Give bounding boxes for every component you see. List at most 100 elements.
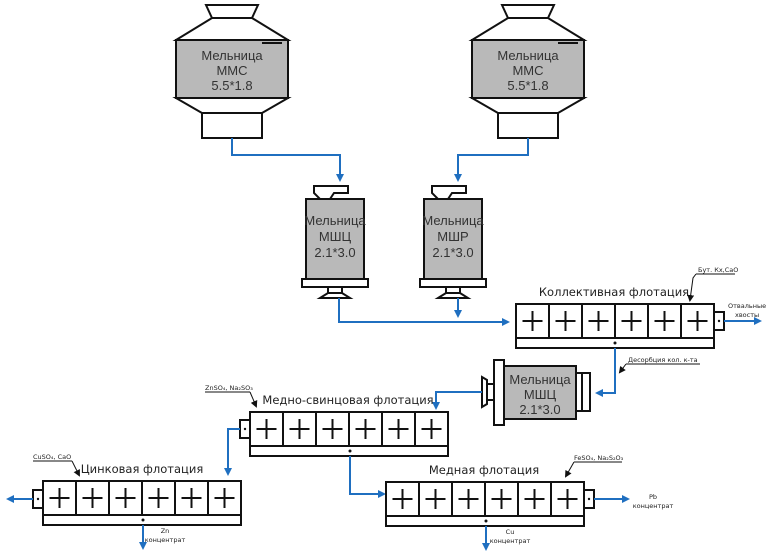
- flotation-cell-plus-icon: [322, 419, 343, 439]
- flow-mills-to-collective: [338, 298, 510, 326]
- flotation-cell-plus-icon: [82, 488, 103, 508]
- mill-neck: [486, 383, 495, 401]
- mill-feed-hopper: [204, 4, 260, 19]
- mill-body: [175, 39, 289, 99]
- mill-cone-top: [172, 17, 292, 41]
- mill-body: [471, 39, 585, 99]
- mill-discharge: [201, 112, 263, 139]
- flotation-cell-plus-icon: [214, 488, 235, 508]
- flotation-cell-plus-icon: [621, 311, 642, 331]
- flotation-title: Цинковая флотация: [81, 462, 204, 476]
- flotation-cell-plus-icon: [148, 488, 169, 508]
- flotation-cell-plus-icon: [491, 489, 512, 509]
- tailings-label-1: Отвальные: [728, 302, 766, 310]
- mill-feed-head: [431, 185, 467, 200]
- flow-mms-left-to-mshc: [231, 138, 344, 182]
- mill-size: 5.5*1.8: [211, 78, 252, 93]
- flow-cupb-to-zinc: [224, 428, 240, 476]
- mill-type: МШЦ: [319, 229, 352, 244]
- zinc-flotation: Цинковая флотация CuSO₄, CaO Zn концентр…: [6, 453, 242, 550]
- flotation-cell-plus-icon: [654, 311, 675, 331]
- flow-mms-right-to-mshr: [454, 138, 529, 182]
- flotation-title: Медно-свинцовая флотация: [262, 393, 433, 407]
- flotation-cell-plus-icon: [557, 489, 578, 509]
- mill-base: [419, 278, 487, 288]
- flow-cupb-to-copper: [349, 456, 386, 498]
- flotation-cell-plus-icon: [392, 489, 413, 509]
- mill-body: [305, 198, 365, 280]
- mill-feed-head: [313, 185, 349, 200]
- mill-size: 2.1*3.0: [519, 402, 560, 417]
- mill-feed-head: [581, 372, 591, 412]
- mill-name: Мельница: [422, 213, 484, 228]
- cu-label-1: Cu: [506, 528, 515, 536]
- mill-type: ММС: [512, 63, 543, 78]
- flotation-title: Медная флотация: [429, 463, 539, 477]
- collective-flotation: Коллективная флотация Бут. Кх,CaO Отваль…: [515, 266, 766, 349]
- flotation-cell-plus-icon: [388, 419, 409, 439]
- tailings-label-2: хвосты: [735, 311, 759, 319]
- flotation-cell-plus-icon: [421, 419, 442, 439]
- mill-mshr: Мельница МШР 2.1*3.0: [419, 185, 487, 299]
- mill-cone-bottom: [172, 97, 292, 114]
- mill-type: МШЦ: [524, 387, 557, 402]
- flotation-cell-plus-icon: [687, 311, 708, 331]
- pb-label-1: Pb: [649, 493, 657, 501]
- flotation-cell-plus-icon: [524, 489, 545, 509]
- mill-size: 2.1*3.0: [314, 245, 355, 260]
- flotation-cell-plus-icon: [458, 489, 479, 509]
- reagent-label: FeSO₄, Na₂S₂O₃: [574, 454, 624, 462]
- flotation-cell-plus-icon: [289, 419, 310, 439]
- mill-mshc: Мельница МШЦ 2.1*3.0: [301, 185, 369, 299]
- mill-discharge-cone: [316, 292, 354, 299]
- mill-feed-hopper: [500, 4, 556, 19]
- mill-type: ММС: [216, 63, 247, 78]
- cu-label-2: концентрат: [490, 537, 531, 545]
- cu-pb-flotation: Медно-свинцовая флотация ZnSO₄, Na₂SO₃: [205, 384, 449, 457]
- pb-label-2: концентрат: [633, 502, 674, 510]
- mill-cone-top: [468, 17, 588, 41]
- flow-regrind-to-cupb: [432, 391, 482, 410]
- mill-size: 5.5*1.8: [507, 78, 548, 93]
- flotation-cell-plus-icon: [181, 488, 202, 508]
- flow-collective-to-regrind: [595, 348, 616, 397]
- mill-name: Мельница: [201, 48, 263, 63]
- flotation-cell-plus-icon: [425, 489, 446, 509]
- mill-name: Мельница: [304, 213, 366, 228]
- mill-body: [423, 198, 483, 280]
- flotation-cell-plus-icon: [522, 311, 543, 331]
- reagent-pointer: [71, 460, 80, 477]
- flotation-cell-plus-icon: [555, 311, 576, 331]
- desorption-pointer: [618, 363, 627, 374]
- copper-flotation: Медная флотация FeSO₄, Na₂S₂O₃ Pb концен…: [385, 454, 674, 551]
- flotation-title: Коллективная флотация: [539, 285, 689, 299]
- flotation-cell-plus-icon: [256, 419, 277, 439]
- flotation-cell-plus-icon: [588, 311, 609, 331]
- desorption-label: Десорбция кол. к-та: [628, 356, 698, 364]
- mill-discharge-cone: [434, 292, 472, 299]
- flotation-cell-plus-icon: [355, 419, 376, 439]
- mill-body: [503, 365, 577, 420]
- mill-mms-right: Мельница ММС 5.5*1.8: [468, 4, 588, 139]
- mill-cone-bottom: [468, 97, 588, 114]
- mill-name: Мельница: [509, 372, 571, 387]
- reagent-label: ZnSO₄, Na₂SO₃: [205, 384, 253, 392]
- reagent-pointer: [249, 391, 258, 408]
- flotation-cell-plus-icon: [115, 488, 136, 508]
- mill-mms-left: Мельница ММС 5.5*1.8: [172, 4, 292, 139]
- zn-label-1: Zn: [161, 527, 170, 535]
- reagent-pointer: [565, 461, 575, 478]
- mill-discharge: [497, 112, 559, 139]
- flotation-cell-plus-icon: [49, 488, 70, 508]
- mill-type: МШР: [437, 229, 468, 244]
- reagent-label: CuSO₄, CaO: [33, 453, 71, 461]
- zn-label-2: концентрат: [145, 536, 186, 544]
- mill-regrind-mshc: Мельница МШЦ 2.1*3.0: [481, 359, 591, 426]
- mill-flange-left: [493, 359, 505, 426]
- mill-size: 2.1*3.0: [432, 245, 473, 260]
- mill-base: [301, 278, 369, 288]
- mill-discharge-cone: [481, 375, 488, 409]
- mill-name: Мельница: [497, 48, 559, 63]
- reagent-pointer: [687, 273, 697, 302]
